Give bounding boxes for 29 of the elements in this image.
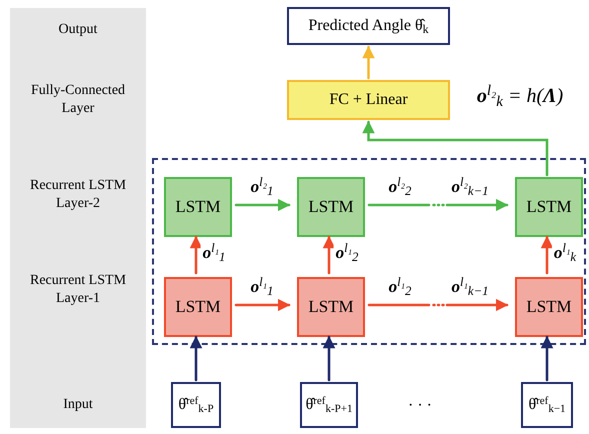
fc-layer-box: FC + Linear [287,80,450,120]
arrow [190,336,202,382]
arrow [362,120,548,176]
arrow [368,298,508,312]
ellipsis: · · · [408,398,432,414]
lstm-cell: LSTM [515,277,583,337]
arrow [540,336,554,382]
arrow [362,46,375,80]
lstm-cell: LSTM [297,177,365,237]
arrow [540,236,554,274]
row-label-panel [10,8,146,428]
row-label: Recurrent LSTM Layer-2 [28,177,128,213]
output-box: Predicted Angle θ̂$_{k}$ [287,7,450,45]
row-label: Recurrent LSTM Layer-1 [28,272,128,308]
lstm-cell: LSTM [297,277,365,337]
row-label: Output [58,21,98,39]
arrow [190,236,202,274]
lstm-cell: LSTM [164,177,232,237]
arrow [368,198,508,212]
row-label: Input [62,396,94,414]
row-label: Fully-Connected Layer [30,82,126,118]
arrow [322,336,336,382]
lstm-cell: LSTM [515,177,583,237]
arrow [322,236,336,274]
edge-label: o$^{l₂}$$_{k}$ = h(Λ) [474,86,566,106]
lstm-cell: LSTM [164,277,232,337]
arrow [234,298,290,312]
arrow [234,198,290,212]
dashed-group-box [152,158,586,345]
